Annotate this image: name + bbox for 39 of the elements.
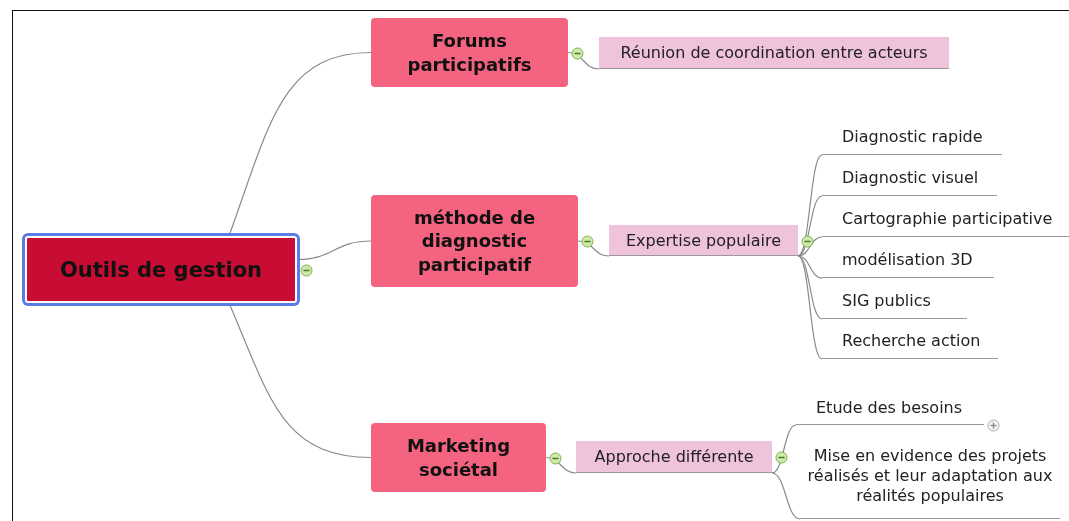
topic-box <box>371 423 546 492</box>
branch-label <box>822 168 997 196</box>
topic-text: Forums participatifs <box>406 29 533 76</box>
connector-line <box>771 472 801 520</box>
topic-text: modélisation 3D <box>842 250 973 269</box>
topic-box <box>371 18 568 87</box>
connector-line <box>771 424 797 474</box>
topic-text: Etude des besoins <box>816 398 963 417</box>
topic-text: Outils de gestion <box>60 257 262 282</box>
connector-line <box>797 255 823 320</box>
topic-text: Cartographie participative <box>842 209 1053 228</box>
topic-text: Expertise populaire <box>625 230 782 250</box>
topic-text: SIG publics <box>842 291 931 310</box>
topic-text: Diagnostic visuel <box>842 168 979 187</box>
connector-line <box>577 240 610 257</box>
connector-line <box>797 236 823 257</box>
topic-text: méthode de diagnostic participatif <box>412 205 537 277</box>
subtopic-box <box>599 37 949 69</box>
connector-line <box>567 51 600 70</box>
connector-line <box>797 255 823 360</box>
topic-text: Mise en evidence des projets réalisés et leur adaptation aux réalités populaires <box>806 446 1054 506</box>
topic-text: Réunion de coordination entre acteurs <box>620 43 928 62</box>
branch-label <box>822 209 1069 237</box>
branch-label <box>796 398 984 425</box>
connector-line <box>797 195 823 257</box>
connector-line <box>797 154 823 257</box>
subtopic-box <box>609 225 798 256</box>
root-topic-box <box>25 236 297 303</box>
branch-label <box>822 127 1002 155</box>
subtopic-box <box>576 441 772 473</box>
branch-label <box>822 331 998 359</box>
branch-label <box>822 250 994 278</box>
connector-line <box>545 456 577 474</box>
topic-box <box>371 195 578 287</box>
topic-text: Marketing sociétal <box>405 434 512 481</box>
topic-text: Diagnostic rapide <box>842 127 983 146</box>
branch-label <box>822 291 967 319</box>
topic-text: Recherche action <box>842 331 981 350</box>
topic-text: Approche différente <box>594 447 754 466</box>
